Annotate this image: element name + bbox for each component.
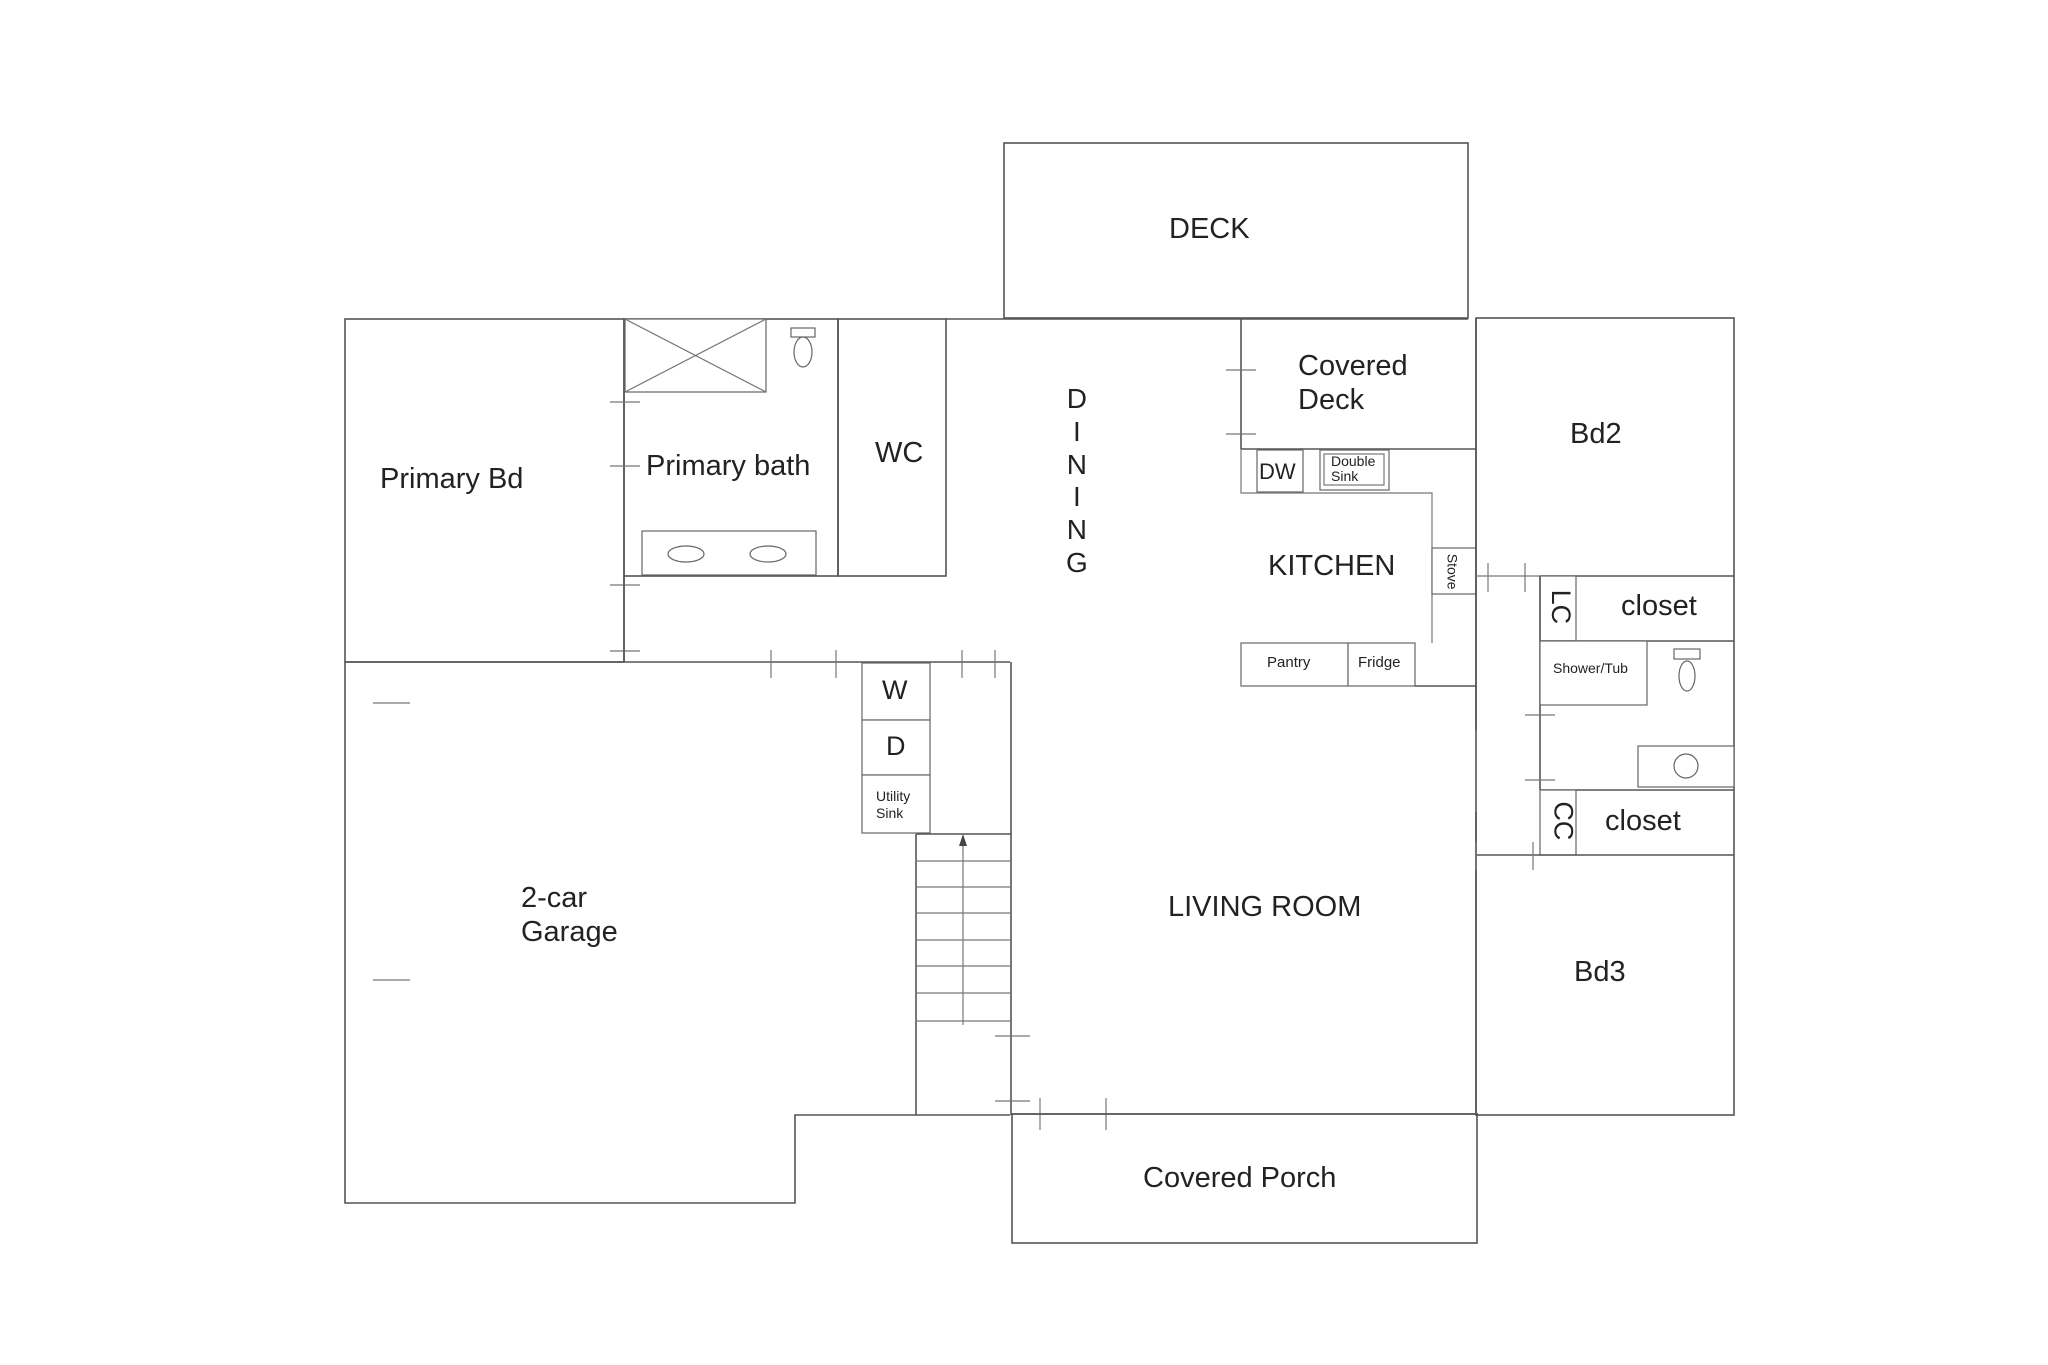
double-sink-label-1: Double bbox=[1331, 453, 1376, 469]
garage-outline bbox=[344, 662, 1010, 1204]
toilet-tank-bath bbox=[1673, 648, 1701, 660]
dw-label: DW bbox=[1259, 459, 1296, 484]
sink-right bbox=[749, 545, 787, 563]
toilet-bowl-primary bbox=[793, 336, 813, 368]
utility-sink-box bbox=[861, 774, 931, 834]
garage-label-1: 2-car bbox=[521, 882, 588, 914]
stair-arrow-head bbox=[959, 834, 967, 846]
bath-sink bbox=[1673, 753, 1699, 779]
fridge-box bbox=[1347, 642, 1416, 687]
sink-left bbox=[667, 545, 705, 563]
lc-label: LC bbox=[1546, 589, 1577, 625]
bedroom-wing-outline bbox=[1475, 317, 1735, 1116]
double-sink-inner bbox=[1323, 453, 1385, 486]
dining-letter: D bbox=[1066, 383, 1087, 414]
covered-porch-outline bbox=[1011, 1113, 1478, 1244]
toilet-bowl-bath bbox=[1678, 660, 1696, 692]
dining-label: D I N I N G bbox=[1066, 383, 1088, 580]
dining-letter: I bbox=[1073, 415, 1081, 447]
double-sink-label-2: Sink bbox=[1331, 468, 1359, 484]
wc-label: WC bbox=[875, 437, 924, 469]
shower-x2 bbox=[624, 318, 767, 393]
washer-box bbox=[861, 662, 931, 721]
wc-outline bbox=[837, 318, 947, 577]
stove-box bbox=[1431, 547, 1477, 595]
deck-outline bbox=[1003, 142, 1469, 319]
primary-bath-label: Primary bath bbox=[646, 450, 811, 482]
dryer-label: D bbox=[886, 731, 906, 761]
bd2-label: Bd2 bbox=[1570, 418, 1622, 450]
dw-box bbox=[1256, 449, 1304, 493]
covered-porch-label: Covered Porch bbox=[1143, 1162, 1337, 1194]
primary-bd-label: Primary Bd bbox=[380, 463, 524, 495]
closet-top-label: closet bbox=[1621, 590, 1697, 622]
double-sink-box bbox=[1319, 449, 1390, 491]
dining-letter: N bbox=[1066, 514, 1087, 545]
fridge-label: Fridge bbox=[1358, 654, 1401, 671]
dining-letter: I bbox=[1073, 481, 1081, 513]
dining-letter: N bbox=[1066, 448, 1087, 480]
cc-box bbox=[1539, 789, 1577, 856]
closet-bottom-label: closet bbox=[1605, 805, 1681, 837]
cc-label: CC bbox=[1548, 801, 1579, 841]
pantry-box bbox=[1240, 642, 1349, 687]
dryer-box bbox=[861, 719, 931, 776]
utility-sink-label-1: Utility bbox=[876, 788, 911, 804]
pantry-label: Pantry bbox=[1267, 654, 1311, 671]
dining-letter: G bbox=[1066, 546, 1088, 578]
shower-tub-box bbox=[1539, 640, 1648, 706]
covered-deck-label-1: Covered bbox=[1298, 350, 1408, 382]
toilet-tank-primary bbox=[790, 327, 816, 338]
shower-tub-label: Shower/Tub bbox=[1553, 660, 1628, 676]
utility-sink-label-2: Sink bbox=[876, 805, 904, 821]
stove-label: Stove bbox=[1444, 553, 1461, 590]
deck-label: DECK bbox=[1169, 213, 1250, 245]
bd3-label: Bd3 bbox=[1574, 956, 1626, 988]
covered-deck-label-2: Deck bbox=[1298, 384, 1365, 416]
washer-label: W bbox=[882, 675, 908, 705]
kitchen-label: KITCHEN bbox=[1268, 550, 1396, 582]
garage-label-2: Garage bbox=[521, 916, 618, 948]
living-room-label: LIVING ROOM bbox=[1168, 891, 1362, 923]
lc-box bbox=[1539, 575, 1577, 642]
